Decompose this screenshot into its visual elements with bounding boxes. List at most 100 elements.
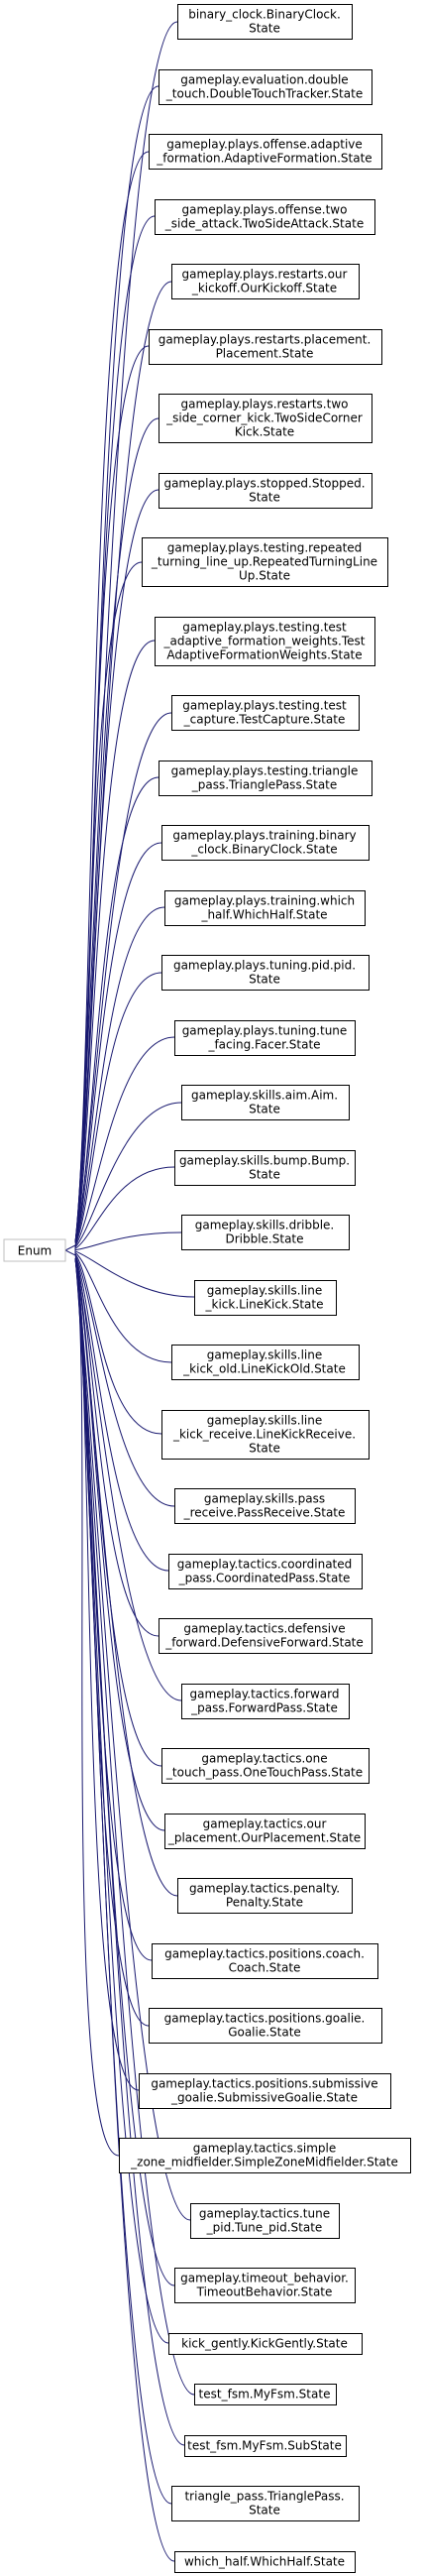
class-node-box — [159, 761, 372, 796]
class-node[interactable]: gameplay.skills.pass_receive.PassReceive… — [174, 1488, 356, 1524]
class-node[interactable]: gameplay.plays.stopped.Stopped.State — [159, 473, 372, 509]
class-node-label: _side_corner_kick.TwoSideCorner — [165, 411, 363, 425]
class-node-label: gameplay.tactics.penalty. — [189, 1882, 340, 1896]
class-node[interactable]: gameplay.plays.restarts.our_kickoff.OurK… — [171, 264, 360, 299]
class-node[interactable]: gameplay.plays.tuning.tune_facing.Facer.… — [174, 1020, 356, 1056]
inheritance-edge — [74, 1102, 182, 1248]
class-node[interactable]: gameplay.skills.bump.Bump.State — [174, 1150, 356, 1186]
class-node-label: binary_clock.BinaryClock. — [188, 8, 341, 22]
class-node-box — [181, 1215, 350, 1250]
class-node[interactable]: gameplay.skills.line_kick_receive.LineKi… — [161, 1410, 370, 1460]
class-node[interactable]: gameplay.tactics.our_placement.OurPlacem… — [164, 1814, 366, 1849]
class-node[interactable]: gameplay.tactics.positions.submissive_go… — [139, 2073, 391, 2109]
class-node-label: Dribble.State — [225, 1232, 303, 1246]
class-node-box — [139, 2073, 391, 2109]
class-node-box — [149, 134, 382, 170]
class-node[interactable]: gameplay.tactics.penalty.Penalty.State — [177, 1878, 353, 1914]
class-node[interactable]: gameplay.plays.testing.triangle_pass.Tri… — [159, 761, 372, 796]
class-node[interactable]: gameplay.evaluation.double_touch.DoubleT… — [159, 69, 372, 105]
class-node-box — [177, 1878, 353, 1914]
class-node-label: gameplay.tactics.simple — [193, 2142, 337, 2156]
class-node-label: State — [249, 491, 280, 505]
class-node[interactable]: gameplay.plays.testing.test_capture.Test… — [171, 695, 360, 731]
class-node[interactable]: kick_gently.KickGently.State — [168, 2333, 363, 2355]
class-node[interactable]: gameplay.plays.testing.repeated_turning_… — [142, 537, 388, 587]
class-node[interactable]: gameplay.timeout_behavior.TimeoutBehavio… — [174, 2268, 356, 2303]
class-node-label: _receive.PassReceive.State — [183, 1506, 346, 1520]
class-node-box — [194, 2384, 337, 2405]
class-node-label: _kickoff.OurKickoff.State — [191, 282, 337, 295]
class-node[interactable]: gameplay.plays.training.which_half.Which… — [164, 890, 366, 926]
inheritance-edge — [74, 1036, 175, 1246]
class-node-label: gameplay.skills.dribble. — [195, 1219, 334, 1232]
class-node-label: _pid.Tune_pid.State — [206, 2221, 323, 2235]
class-node[interactable]: gameplay.plays.offense.two_side_attack.T… — [155, 199, 375, 235]
class-node-box — [152, 1943, 378, 1979]
class-node-label: test_fsm.MyFsm.State — [199, 2388, 331, 2401]
class-node-box — [194, 1280, 337, 1316]
class-node-label: gameplay.plays.testing.test — [182, 699, 347, 713]
class-node-label: Coach.State — [229, 1961, 301, 1975]
class-node-box — [174, 1150, 356, 1186]
enum-base-box — [3, 1238, 66, 1262]
class-node-label: State — [249, 973, 280, 987]
class-node[interactable]: gameplay.tactics.coordinated_pass.Coordi… — [168, 1554, 363, 1589]
class-node-label: gameplay.skills.pass — [204, 1492, 325, 1506]
inheritance-edge — [74, 640, 156, 1243]
enum-base-node[interactable]: Enum — [3, 1238, 66, 1262]
class-node-label: gameplay.plays.restarts.placement. — [159, 333, 372, 347]
class-node[interactable]: gameplay.skills.dribble.Dribble.State — [181, 1215, 350, 1250]
class-node-box — [164, 1814, 366, 1849]
class-node-label: _goalie.SubmissiveGoalie.State — [170, 2091, 358, 2105]
class-node-label: _side_attack.TwoSideAttack.State — [164, 217, 364, 231]
class-node-label: State — [249, 1168, 280, 1182]
class-node[interactable]: gameplay.skills.aim.Aim.State — [181, 1085, 350, 1120]
class-node-label: gameplay.plays.offense.adaptive — [166, 138, 363, 152]
class-node-box — [174, 2551, 356, 2573]
class-node[interactable]: which_half.WhichHalf.State — [174, 2551, 356, 2573]
inheritance-edge — [74, 1166, 175, 1249]
class-node-label: gameplay.plays.training.which — [174, 894, 355, 908]
class-node-label: gameplay.skills.line — [207, 1348, 322, 1362]
class-node-box — [171, 264, 360, 299]
class-node-box — [149, 2008, 382, 2044]
class-node-label: test_fsm.MyFsm.SubState — [187, 2439, 342, 2453]
class-node-box — [168, 2333, 363, 2355]
class-node[interactable]: gameplay.plays.restarts.two_side_corner_… — [159, 394, 372, 443]
class-node-label: gameplay.tactics.forward — [190, 1688, 340, 1701]
class-node[interactable]: test_fsm.MyFsm.SubState — [184, 2435, 347, 2457]
class-node[interactable]: binary_clock.BinaryClock.State — [177, 4, 353, 40]
inheritance-edge — [74, 1254, 175, 1507]
class-node-label: State — [249, 22, 280, 36]
class-node[interactable]: test_fsm.MyFsm.State — [194, 2384, 337, 2405]
class-node[interactable]: gameplay.skills.line_kick_old.LineKickOl… — [171, 1345, 360, 1380]
class-node-label: gameplay.tactics.positions.submissive — [151, 2077, 377, 2091]
class-node-box — [181, 1684, 350, 1719]
class-node[interactable]: gameplay.plays.restarts.placement.Placem… — [149, 329, 382, 365]
class-node-box — [184, 2435, 347, 2457]
class-node[interactable]: gameplay.tactics.one_touch_pass.OneTouch… — [161, 1748, 370, 1784]
inheritance-edge — [74, 281, 172, 1243]
class-node[interactable]: triangle_pass.TrianglePass.State — [171, 2486, 360, 2521]
class-node[interactable]: gameplay.tactics.defensive_forward.Defen… — [159, 1618, 372, 1654]
inheritance-edge — [74, 151, 150, 1243]
class-node[interactable]: gameplay.plays.offense.adaptive_formatio… — [149, 134, 382, 170]
class-node[interactable]: gameplay.tactics.tune_pid.Tune_pid.State — [190, 2203, 340, 2239]
inheritance-arrowhead — [63, 1244, 76, 1256]
inheritance-edge — [74, 1257, 120, 2157]
class-node[interactable]: gameplay.plays.testing.test_adaptive_for… — [155, 617, 375, 666]
class-node-label: gameplay.evaluation.double — [180, 73, 348, 87]
class-node[interactable]: gameplay.tactics.forward_pass.ForwardPas… — [181, 1684, 350, 1719]
class-node-label: State — [249, 2504, 280, 2517]
class-node[interactable]: gameplay.plays.training.binary_clock.Bin… — [161, 825, 370, 861]
inheritance-edge — [74, 1250, 195, 1298]
class-node[interactable]: gameplay.tactics.positions.coach.Coach.S… — [152, 1943, 378, 1979]
class-node[interactable]: gameplay.tactics.positions.goalie.Goalie… — [149, 2008, 382, 2044]
class-node-box — [155, 617, 375, 666]
class-node[interactable]: gameplay.tactics.simple_zone_midfielder.… — [119, 2138, 411, 2173]
class-node-box — [161, 1748, 370, 1784]
class-node[interactable]: gameplay.plays.tuning.pid.pid.State — [161, 955, 370, 991]
class-node[interactable]: gameplay.skills.line_kick.LineKick.State — [194, 1280, 337, 1316]
class-node-box — [159, 69, 372, 105]
